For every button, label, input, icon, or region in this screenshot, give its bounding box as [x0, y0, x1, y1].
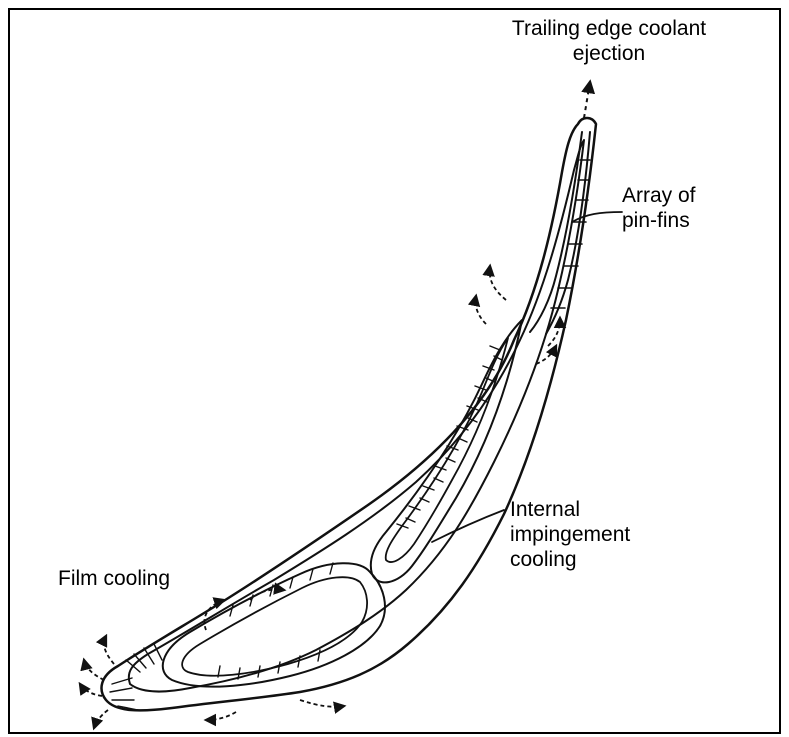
- film-cooling-label: Film cooling: [58, 566, 170, 591]
- pinfins-label-line1: Array of: [622, 183, 696, 208]
- film-cooling-arrows: [80, 266, 560, 728]
- pinfins-label-line2: pin-fins: [622, 208, 696, 233]
- figure-frame: [9, 9, 780, 733]
- trailing-label-line2: ejection: [484, 41, 734, 66]
- internal-impingement-label: Internal impingement cooling: [510, 497, 630, 572]
- trailing-label-line1: Trailing edge coolant: [484, 16, 734, 41]
- internal-label-line3: cooling: [510, 547, 630, 572]
- blade-outer-profile: [102, 118, 596, 710]
- internal-label-line1: Internal: [510, 497, 630, 522]
- trailing-edge-label: Trailing edge coolant ejection: [484, 16, 734, 66]
- internal-label-line2: impingement: [510, 522, 630, 547]
- trailing-edge-ejection-arrow: [584, 82, 590, 118]
- blade-inner-wall: [129, 140, 584, 691]
- pin-fins-label: Array of pin-fins: [622, 183, 696, 233]
